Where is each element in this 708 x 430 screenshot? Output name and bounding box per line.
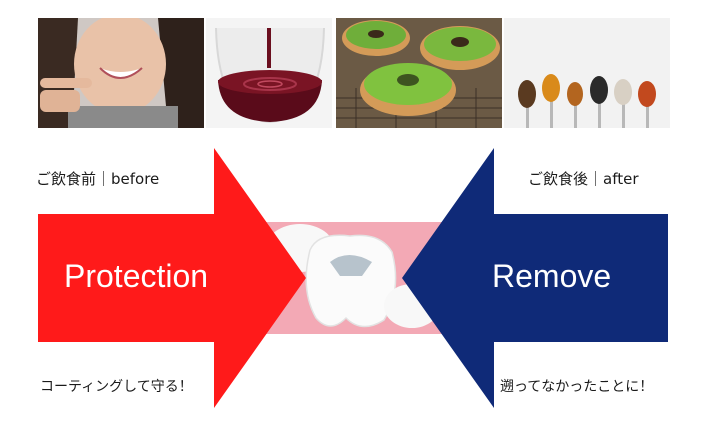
protection-label: Protection (64, 258, 209, 294)
undo-caption: 遡ってなかったことに！ (500, 379, 654, 395)
before-caption: ご飲食前｜before (36, 170, 160, 188)
coating-caption: コーティングして守る！ (40, 379, 193, 395)
woman-smiling-photo (38, 18, 204, 128)
after-caption: ご飲食後｜after (528, 170, 639, 188)
green-donuts-photo (336, 18, 502, 128)
spices-spoons-photo (504, 18, 670, 128)
red-wine-photo (206, 18, 332, 128)
remove-label: Remove (492, 258, 612, 294)
protection-arrow (38, 148, 306, 408)
remove-arrow (402, 148, 668, 408)
